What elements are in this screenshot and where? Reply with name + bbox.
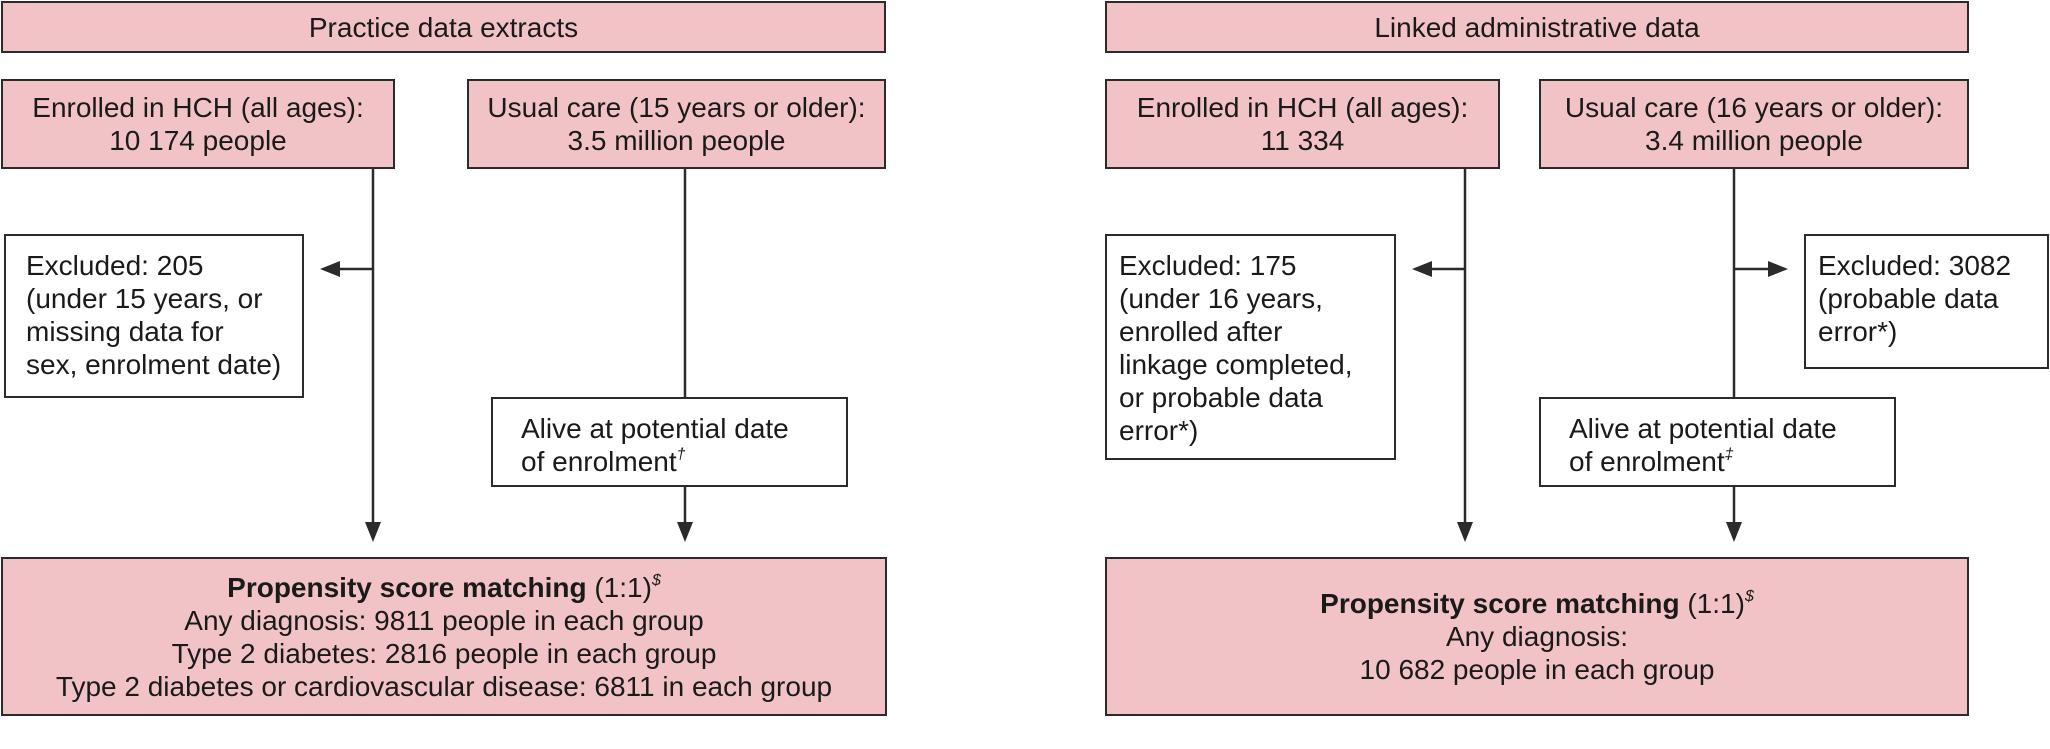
right-excluded-enrolled-box: Excluded: 175 (under 16 years, enrolled … — [1105, 234, 1396, 460]
left-alive-line2-text: of enrolment — [521, 446, 677, 477]
left-excluded-line: (under 15 years, or — [26, 283, 263, 314]
right-panel-header: Linked administrative data — [1105, 1, 1969, 53]
right-usual-care-line2: 3.4 million people — [1645, 125, 1863, 156]
right-excluded-usual-line: Excluded: 3082 — [1818, 250, 2012, 281]
right-matching-box: Propensity score matching (1:1)$ Any dia… — [1105, 557, 1969, 716]
right-panel-header-text: Linked administrative data — [1374, 11, 1700, 43]
right-alive-box: Alive at potential date of enrolment‡ — [1539, 397, 1896, 487]
arrowhead-right-icon — [1768, 261, 1788, 277]
right-excluded-enrolled-line: Excluded: 175 — [1119, 250, 1297, 281]
right-excluded-enrolled-line: (under 16 years, — [1119, 283, 1323, 314]
right-matching-line: 10 682 people in each group — [1359, 654, 1715, 685]
arrowhead-down-icon — [1726, 522, 1742, 542]
right-excluded-enrolled-line: error*) — [1119, 415, 1199, 446]
left-usual-care-box: Usual care (15 years or older): 3.5 mill… — [467, 79, 886, 169]
right-matching-footnote-mark: $ — [1744, 588, 1754, 605]
right-excluded-usual-line: error*) — [1818, 316, 1898, 347]
left-alive-line1: Alive at potential date — [521, 413, 789, 444]
arrowhead-down-icon — [1457, 522, 1473, 542]
left-excluded-line: sex, enrolment date) — [26, 349, 282, 380]
left-matching-line: Type 2 diabetes or cardiovascular diseas… — [55, 670, 833, 702]
left-matching-line: Any diagnosis: 9811 people in each group — [184, 604, 704, 636]
right-enrolled-line1: Enrolled in HCH (all ages): — [1136, 92, 1469, 123]
left-excluded-line: missing data for — [26, 316, 224, 347]
right-matching-title: Propensity score matching (1:1)$ — [1320, 587, 1754, 620]
left-enrolled-line2: 10 174 people — [109, 125, 287, 156]
dagger-footnote-mark: † — [676, 446, 686, 463]
left-enrolled-box: Enrolled in HCH (all ages): 10 174 peopl… — [1, 79, 395, 169]
right-excluded-usual-line: (probable data — [1818, 283, 1999, 314]
left-panel-header: Practice data extracts — [1, 1, 886, 53]
left-matching-footnote-mark: $ — [651, 571, 661, 589]
right-usual-care-line1: Usual care (16 years or older): — [1564, 92, 1944, 123]
left-enrolled-line1: Enrolled in HCH (all ages): — [32, 92, 364, 123]
right-alive-line2-text: of enrolment — [1569, 446, 1725, 477]
right-matching-title-bold: Propensity score matching — [1320, 588, 1680, 619]
left-alive-line2: of enrolment† — [521, 445, 830, 478]
left-matching-line: Type 2 diabetes: 2816 people in each gro… — [171, 637, 717, 669]
arrowhead-down-icon — [677, 522, 693, 542]
right-excluded-usual-box: Excluded: 3082 (probable data error*) — [1804, 234, 2049, 369]
right-alive-line2: of enrolment‡ — [1569, 445, 1878, 478]
double-dagger-footnote-mark: ‡ — [1724, 446, 1734, 463]
arrowhead-down-icon — [365, 522, 381, 542]
left-matching-ratio: (1:1) — [586, 571, 652, 603]
left-matching-title-bold: Propensity score matching — [227, 571, 587, 603]
right-enrolled-box: Enrolled in HCH (all ages): 11 334 — [1105, 79, 1500, 169]
left-excluded-line: Excluded: 205 — [26, 250, 204, 281]
left-alive-box: Alive at potential date of enrolment† — [491, 397, 848, 487]
right-enrolled-line2: 11 334 — [1260, 125, 1345, 156]
left-matching-title: Propensity score matching (1:1)$ — [227, 571, 661, 604]
right-excluded-enrolled-line: linkage completed, — [1119, 349, 1353, 380]
right-alive-line1: Alive at potential date — [1569, 413, 1837, 444]
left-panel-header-text: Practice data extracts — [308, 11, 579, 43]
arrowhead-left-icon — [1412, 261, 1432, 277]
right-matching-ratio: (1:1) — [1679, 588, 1745, 619]
arrowhead-left-icon — [320, 261, 340, 277]
right-excluded-enrolled-line: enrolled after — [1119, 316, 1283, 347]
left-excluded-box: Excluded: 205 (under 15 years, or missin… — [4, 234, 304, 398]
right-matching-line: Any diagnosis: — [1445, 621, 1629, 652]
right-excluded-enrolled-line: or probable data — [1119, 382, 1323, 413]
left-matching-box: Propensity score matching (1:1)$ Any dia… — [1, 557, 887, 716]
right-usual-care-box: Usual care (16 years or older): 3.4 mill… — [1539, 79, 1969, 169]
left-usual-care-line1: Usual care (15 years or older): — [487, 92, 866, 123]
left-usual-care-line2: 3.5 million people — [567, 125, 786, 156]
